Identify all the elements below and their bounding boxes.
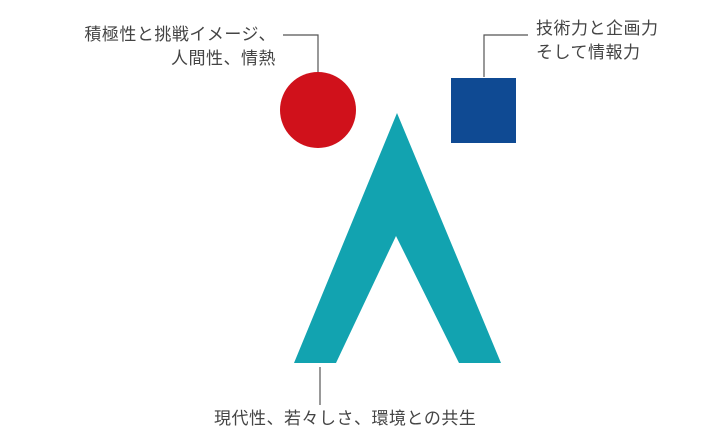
teal-person-shape [294, 113, 501, 363]
circle-leader-line [283, 34, 319, 74]
red-circle-shape [280, 72, 356, 148]
circle-caption-line1: 積極性と挑戦イメージ、 [84, 25, 276, 45]
square-caption: 技術力と企画力 そして情報力 [536, 17, 659, 65]
circle-caption: 積極性と挑戦イメージ、 人間性、情熱 [0, 23, 276, 71]
square-caption-line2: そして情報力 [536, 43, 641, 63]
figure-caption-text: 現代性、若々しさ、環境との共生 [214, 409, 477, 429]
square-caption-line1: 技術力と企画力 [536, 19, 659, 39]
blue-square-shape [451, 78, 516, 143]
figure-caption: 現代性、若々しさ、環境との共生 [214, 407, 476, 431]
circle-caption-line2: 人間性、情熱 [171, 49, 276, 69]
square-leader-line [483, 34, 528, 77]
